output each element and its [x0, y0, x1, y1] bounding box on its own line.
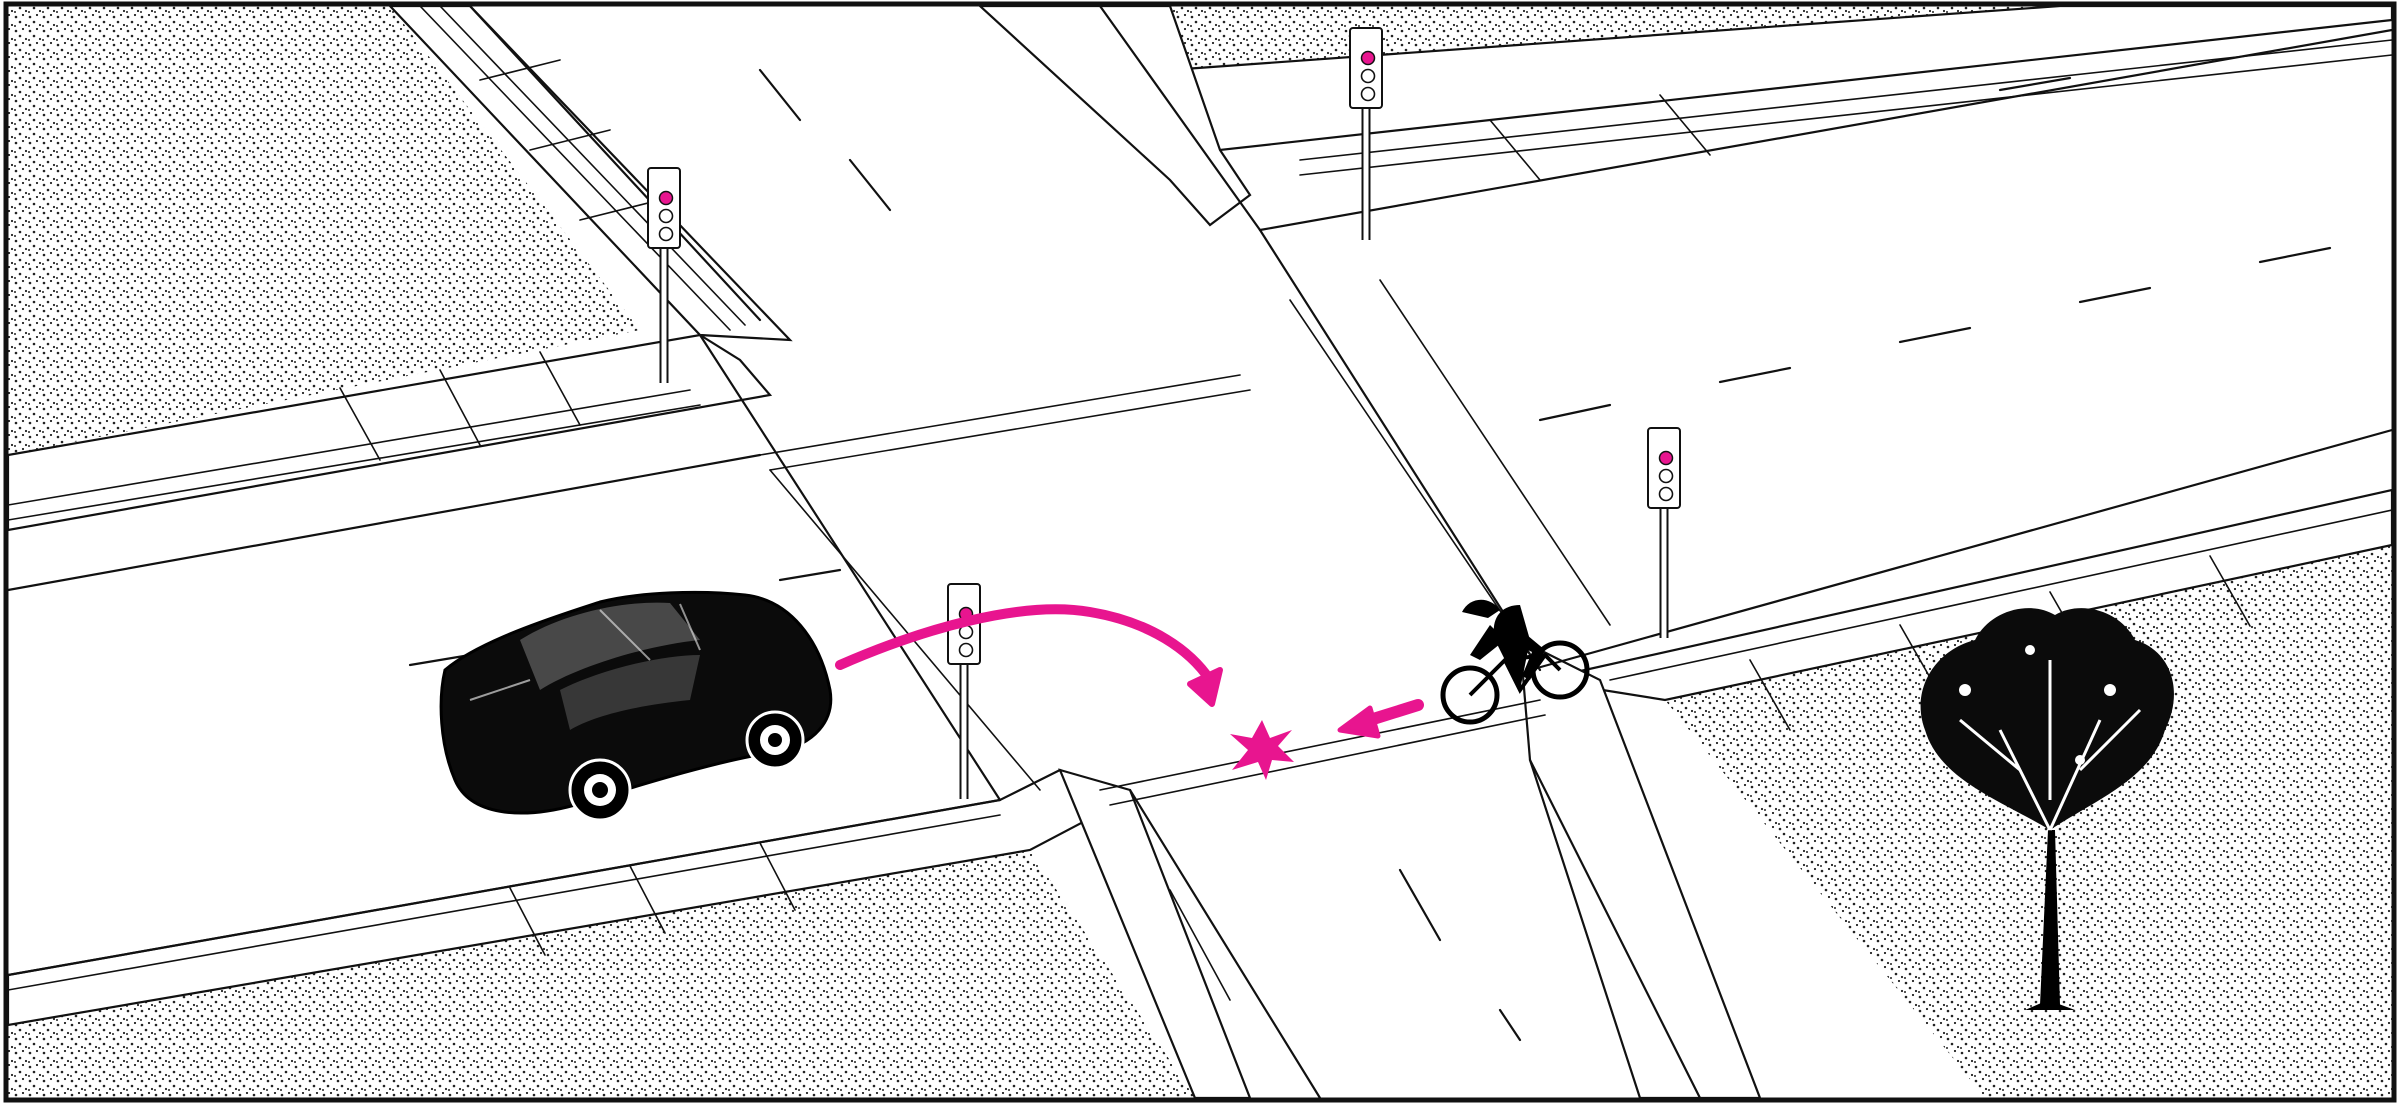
curved-arrow-icon [835, 604, 1223, 707]
collision-burst-icon [1230, 720, 1294, 780]
grass-south-west [8, 850, 1195, 1098]
traffic-light-north-east [1349, 27, 1383, 240]
grass-north-west [8, 6, 640, 455]
red-lamp [1360, 50, 1376, 66]
sidewalk-north-west [8, 6, 793, 532]
road-edges [8, 6, 2392, 1098]
red-lamp [658, 190, 674, 206]
traffic-light-north-west [647, 167, 681, 383]
sidewalk-north-east [978, 6, 2392, 227]
traffic-light-east [1647, 427, 1681, 638]
tree-icon [1920, 608, 2174, 1010]
cyclist-icon [1440, 599, 1590, 725]
car-icon [439, 590, 833, 822]
grass-south-east [1665, 545, 2392, 1098]
diagram-frame [3, 1, 2397, 1103]
red-lamp [1658, 450, 1674, 466]
straight-arrow-icon [1337, 699, 1424, 739]
